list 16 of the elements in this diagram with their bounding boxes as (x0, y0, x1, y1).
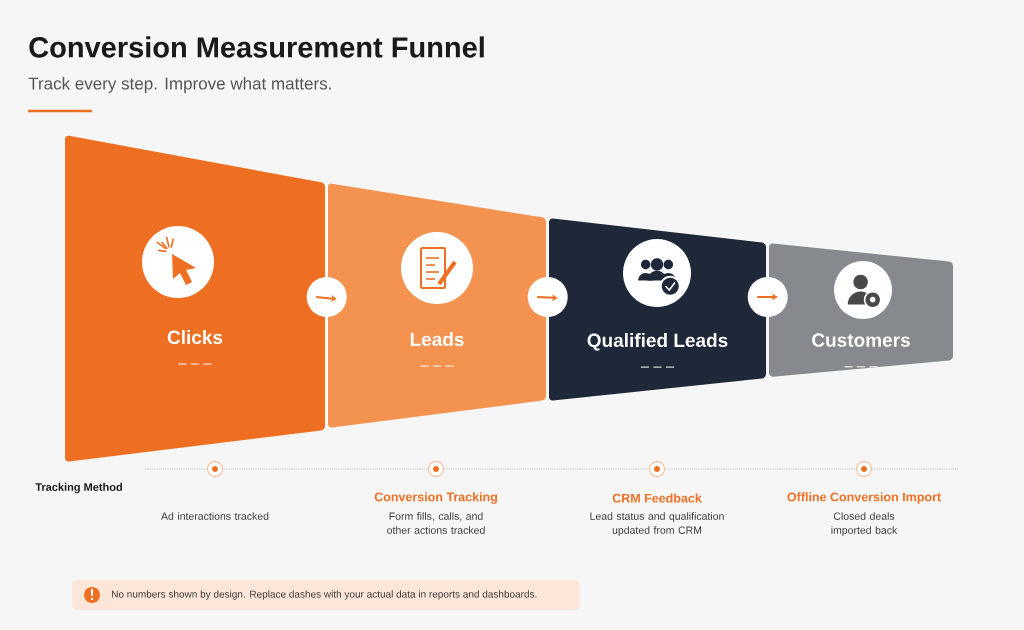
method-heading: Offline Conversion Import (787, 492, 941, 504)
method-description: Lead status and qualification updated from CRM (590, 512, 724, 536)
method-description: Form fills, calls, and other actions tracked (387, 512, 485, 534)
subtitle: Track every step. Improve what matters. (28, 77, 331, 93)
method-heading: CRM Feedback (612, 493, 702, 503)
method-heading: Conversion Tracking (374, 492, 497, 504)
funnel-panel: Leads – – – (328, 183, 546, 428)
arrow (306, 277, 347, 317)
method-description: Closed deals imported back (831, 512, 898, 536)
arrow (527, 277, 568, 317)
title: Conversion Measurement Funnel (29, 36, 484, 58)
method-description: Ad interactions tracked (161, 512, 269, 520)
funnel-panel: Clicks – – – (65, 135, 325, 462)
note-text: No numbers shown by design. Replace dashes with your actual data in reports and dashboards. (112, 590, 537, 600)
arrow (747, 277, 788, 317)
row-label: Tracking Method (35, 482, 122, 494)
